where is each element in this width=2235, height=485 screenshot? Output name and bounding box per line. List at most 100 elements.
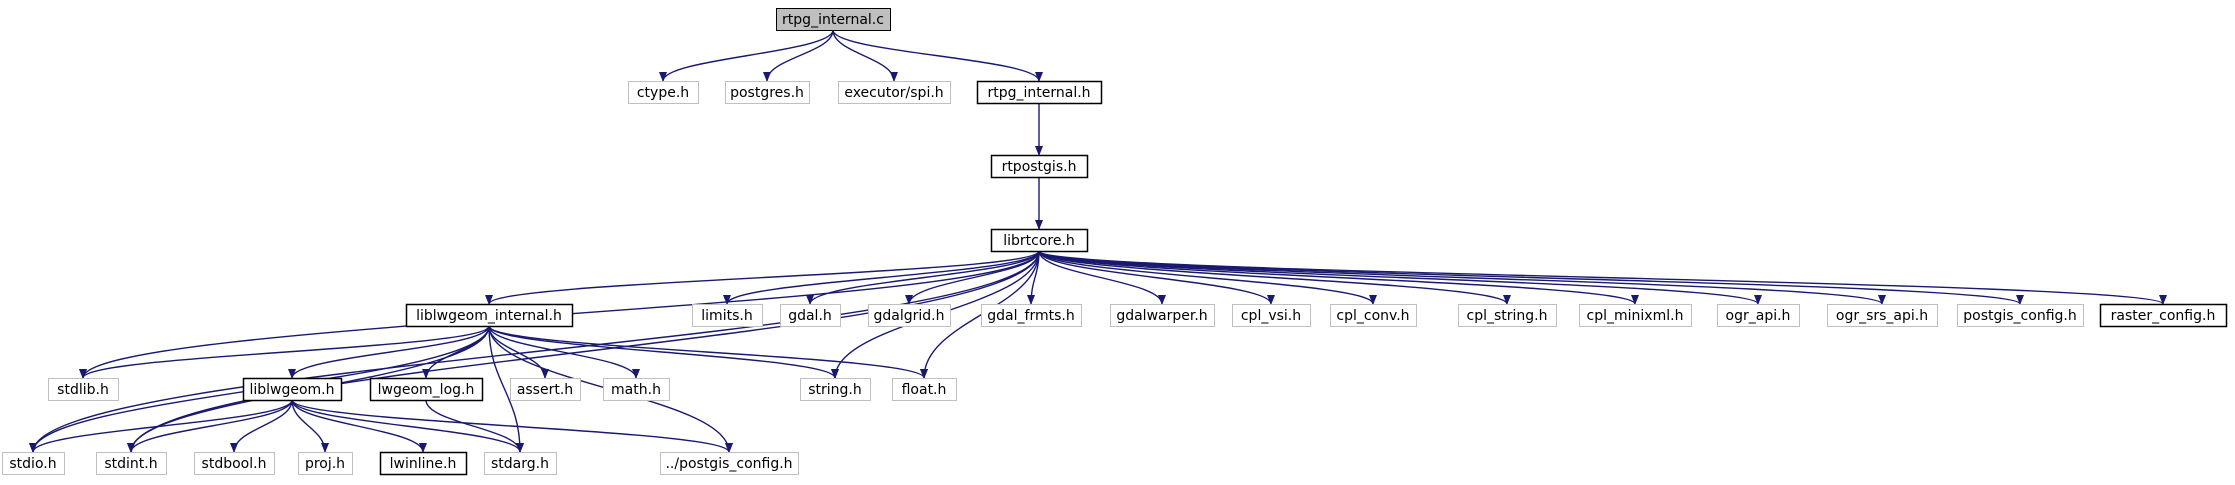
node-label: math.h [611,382,661,398]
node-dotdot-postgis-config-h: ../postgis_config.h [660,452,799,475]
node-box [369,377,484,402]
node-box [1110,304,1215,327]
node-label: string.h [808,382,862,398]
edge-librtcore_h-to-stdio_h [29,250,1040,453]
node-lwgeom-log-h[interactable]: lwgeom_log.h [369,377,484,402]
node-label: ../postgis_config.h [665,456,792,472]
node-label: cpl_string.h [1467,308,1548,324]
node-box [776,8,891,31]
node-executor-spi-h: executor/spi.h [838,81,951,104]
node-box [725,81,810,104]
node-box [990,228,1089,253]
node-ctype-h: ctype.h [628,81,699,104]
node-label: limits.h [701,308,752,324]
edge-liblwgeom_internal_h-to-math_h [488,325,640,379]
node-label: stdlib.h [57,382,109,398]
node-box [990,154,1089,179]
node-rtpg-internal-c[interactable]: rtpg_internal.c [776,8,891,31]
node-limits-h: limits.h [692,304,763,327]
node-box [780,304,841,327]
node-box [603,378,670,401]
edge-rtpg_internal_c-to-rtpg_internal_h [832,29,1043,82]
node-box [1957,304,2084,327]
edge-rtpg_internal_c-to-ctype_h [659,29,834,82]
node-label: librtcore.h [1003,233,1075,249]
node-label: ctype.h [637,85,689,101]
node-rtpg-internal-h[interactable]: rtpg_internal.h [976,80,1103,105]
node-box [976,80,1103,105]
edge-liblwgeom_h-to-stdio_h [29,399,293,453]
node-postgres-h: postgres.h [725,81,810,104]
edge-librtcore_h-to-raster_config_h [1038,250,2167,305]
node-label: lwgeom_log.h [378,382,475,398]
node-ogr-api-h: ogr_api.h [1717,304,1800,327]
edge-liblwgeom_internal_h-to-stdlib_h [79,325,490,379]
node-cpl-string-h: cpl_string.h [1458,304,1557,327]
node-label: gdal.h [788,308,832,324]
node-box [1717,304,1800,327]
node-box [692,304,763,327]
node-box [2,452,65,475]
node-rtpostgis-h[interactable]: rtpostgis.h [990,154,1089,179]
node-stdint-h: stdint.h [96,452,167,475]
edge-liblwgeom_h-to-stdarg_h [291,399,524,453]
node-box [892,378,957,401]
node-box [1579,304,1692,327]
node-label: stdarg.h [491,456,549,472]
edge-librtcore_h-to-cpl_string_h [1038,250,1511,305]
node-label: cpl_minixml.h [1587,308,1684,324]
edge-librtcore_h-to-gdalwarper_h [1038,250,1166,305]
node-label: ogr_srs_api.h [1836,308,1928,324]
node-gdal-h: gdal.h [780,304,841,327]
node-box [800,378,871,401]
node-label: liblwgeom.h [249,382,334,398]
node-box [242,377,343,402]
edge-rtpg_internal_c-to-executor_spi_h [832,29,898,82]
node-label: stdint.h [104,456,157,472]
node-liblwgeom-internal-h[interactable]: liblwgeom_internal.h [405,303,574,328]
edge-librtcore_h-to-gdal_h [806,250,1040,305]
node-label: assert.h [517,382,573,398]
edge-librtcore_h-to-ogr_api_h [1038,250,1762,305]
node-assert-h: assert.h [510,378,581,401]
node-lwinline-h[interactable]: lwinline.h [379,451,468,476]
edge-liblwgeom_h-to-lwinline_h [291,399,427,453]
node-box [660,452,799,475]
node-box [1827,304,1938,327]
node-box [405,303,574,328]
edge-librtcore_h-to-postgis_config_h [1038,250,2024,305]
node-box [2099,303,2228,328]
node-stdio-h: stdio.h [2,452,65,475]
node-librtcore-h[interactable]: librtcore.h [990,228,1089,253]
node-box [510,378,581,401]
node-label: cpl_conv.h [1336,308,1409,324]
node-label: postgis_config.h [1963,308,2076,324]
node-label: cpl_vsi.h [1241,308,1301,324]
node-box [981,304,1082,327]
node-label: gdalgrid.h [874,308,945,324]
node-label: lwinline.h [390,456,457,472]
edge-librtcore_h-to-stdint_h [127,250,1040,453]
node-liblwgeom-h[interactable]: liblwgeom.h [242,377,343,402]
edge-liblwgeom_internal_h-to-stdarg_h [488,325,524,453]
node-gdal-frmts-h: gdal_frmts.h [981,304,1082,327]
node-label: stdio.h [9,456,56,472]
node-cpl-conv-h: cpl_conv.h [1330,304,1417,327]
node-label: proj.h [305,456,345,472]
node-math-h: math.h [603,378,670,401]
edge-liblwgeom_h-to-proj_h [291,399,329,453]
node-stdbool-h: stdbool.h [194,452,275,475]
edge-librtcore_h-to-ogr_srs_api_h [1038,250,1886,305]
node-box [48,378,119,401]
edge-librtcore_h-to-limits_h [723,250,1040,305]
edge-lwgeom_log_h-to-stdarg_h [425,399,524,453]
node-raster-config-h[interactable]: raster_config.h [2099,303,2228,328]
node-box [1458,304,1557,327]
node-proj-h: proj.h [298,452,353,475]
edge-liblwgeom_internal_h-to-liblwgeom_h [288,325,490,379]
node-label: ogr_api.h [1726,308,1791,324]
node-box [1330,304,1417,327]
node-box [96,452,167,475]
edge-layer [29,29,2167,453]
